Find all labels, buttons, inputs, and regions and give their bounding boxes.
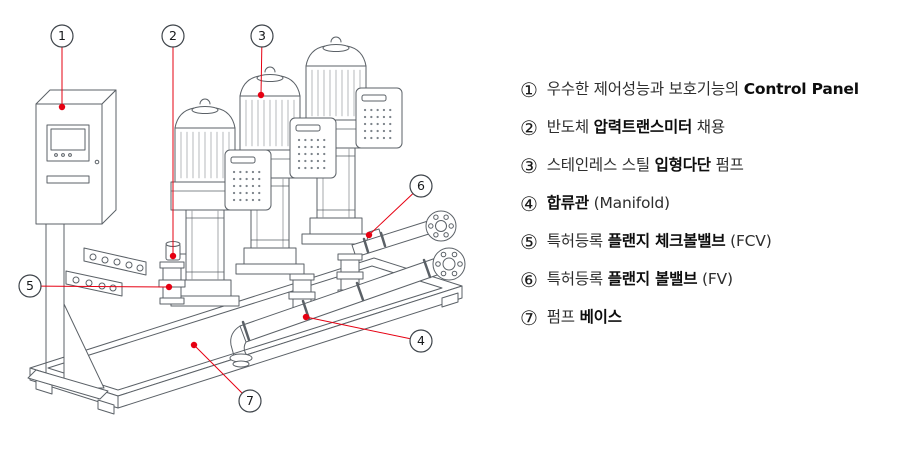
legend: ① 우수한 제어성능과 보호기능의 Control Panel ② 반도체 압력… (520, 71, 892, 337)
legend-text-pre: 우수한 제어성능과 보호기능의 (546, 80, 744, 99)
legend-text-bold: 베이스 (579, 308, 622, 327)
legend-number: ⑥ (520, 268, 538, 292)
callout-target-dot (190, 341, 198, 349)
legend-number: ⑦ (520, 306, 538, 330)
legend-item-check-valve: ⑤ 특허등록 플랜지 체크볼밸브 (FCV) (520, 223, 892, 261)
legend-item-base: ⑦ 펌프 베이스 (520, 299, 892, 337)
legend-text-pre: 스테인레스 스틸 (546, 156, 655, 175)
legend-item-ball-valve: ⑥ 특허등록 플랜지 볼밸브 (FV) (520, 261, 892, 299)
legend-number: ⑤ (520, 230, 538, 254)
callout-target-dot (58, 103, 66, 111)
legend-text-bold: 플랜지 체크볼밸브 (607, 232, 726, 251)
legend-text-post: (Manifold) (588, 194, 670, 213)
legend-text-bold: 입형다단 (654, 156, 711, 175)
legend-item-pressure-transmitter: ② 반도체 압력트랜스미터 채용 (520, 109, 892, 147)
callout-leader-line (260, 47, 263, 96)
callout-target-dot (165, 283, 173, 291)
callout-leader-line (305, 316, 410, 340)
legend-text-bold: 플랜지 볼밸브 (607, 270, 698, 289)
callout-flange-ball-valve: 6 (365, 174, 433, 239)
callout-leader-line (193, 344, 243, 394)
legend-text: 특허등록 플랜지 볼밸브 (FV) (547, 270, 733, 289)
callout-number-text: 6 (417, 178, 425, 193)
callout-number-circle (238, 389, 262, 413)
callout-target-dot (302, 313, 310, 321)
callout-number-circle (409, 329, 433, 353)
legend-number: ③ (520, 154, 538, 178)
legend-text: 특허등록 플랜지 체크볼밸브 (FCV) (547, 232, 772, 251)
callout-pump-base: 7 (190, 341, 262, 413)
callout-flange-check-ball-valve: 5 (18, 274, 173, 298)
legend-text: 합류관 (Manifold) (547, 194, 670, 213)
legend-text-pre: 반도체 (546, 118, 594, 137)
callout-leader-line (41, 285, 170, 288)
legend-text: 펌프 베이스 (547, 308, 622, 327)
callout-number-circle (409, 174, 433, 198)
legend-text-post: 채용 (692, 118, 725, 137)
legend-text-pre: 특허등록 (546, 232, 608, 251)
control-panel (35, 89, 117, 225)
booster-pump-diagram: 1 2 3 4 5 6 7 (18, 24, 466, 415)
callout-manifold: 4 (302, 313, 433, 353)
callout-layer: 1 2 3 4 5 6 7 (18, 24, 433, 413)
legend-text: 스테인레스 스틸 입형다단 펌프 (547, 156, 744, 175)
legend-text-post: 펌프 (710, 156, 744, 175)
callout-pressure-transmitter: 2 (161, 24, 185, 260)
callout-control-panel: 1 (50, 24, 74, 111)
callout-number-text: 7 (246, 393, 254, 408)
callout-leader-line (368, 193, 413, 236)
callout-target-dot (169, 252, 177, 260)
legend-text-bold: 압력트랜스미터 (593, 118, 693, 137)
manifold-pipe (229, 247, 466, 368)
legend-text-bold: 합류관 (546, 194, 589, 213)
callout-target-dot (257, 91, 265, 99)
legend-item-control-panel: ① 우수한 제어성능과 보호기능의 Control Panel (520, 71, 892, 109)
callout-target-dot (365, 231, 373, 239)
legend-number: ② (520, 116, 538, 140)
callout-number-text: 3 (258, 28, 266, 43)
callout-number-text: 2 (169, 28, 177, 43)
legend-item-manifold: ④ 합류관 (Manifold) (520, 185, 892, 223)
callout-number-circle (50, 24, 74, 48)
callout-number-text: 4 (417, 333, 425, 348)
callout-number-circle (18, 274, 42, 298)
callout-number-text: 5 (26, 278, 34, 293)
legend-text: 반도체 압력트랜스미터 채용 (547, 118, 725, 137)
legend-text: 우수한 제어성능과 보호기능의 Control Panel (547, 80, 859, 99)
legend-number: ④ (520, 192, 538, 216)
legend-text-bold: Control Panel (743, 80, 859, 99)
legend-text-pre: 펌프 (546, 308, 580, 327)
legend-text-post: (FCV) (725, 232, 772, 251)
callout-number-text: 1 (58, 28, 66, 43)
callout-number-circle (161, 24, 185, 48)
legend-number: ① (520, 78, 538, 102)
legend-text-post: (FV) (697, 270, 733, 289)
legend-item-pump: ③ 스테인레스 스틸 입형다단 펌프 (520, 147, 892, 185)
control-panel-stand (27, 217, 147, 400)
callout-vertical-multistage-pump: 3 (250, 24, 274, 99)
legend-text-pre: 특허등록 (546, 270, 608, 289)
diagram-art (27, 35, 466, 415)
flange-ball-valve-pipe (351, 210, 457, 258)
callout-number-circle (250, 24, 274, 48)
